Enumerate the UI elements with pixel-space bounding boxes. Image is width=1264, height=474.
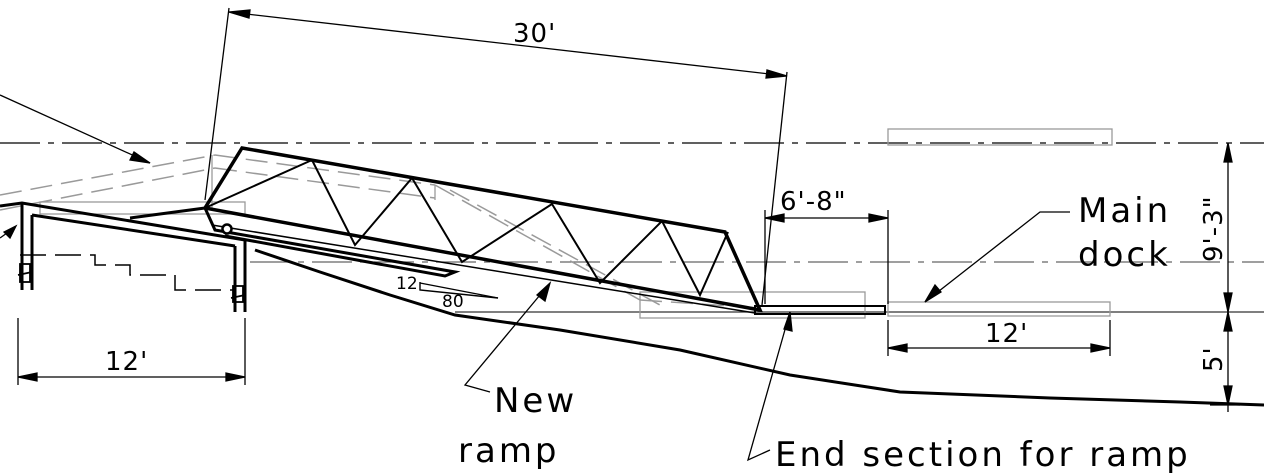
left-dock-footing-marks	[17, 263, 246, 303]
slope-indicator	[419, 282, 499, 299]
leader-lines	[0, 94, 1070, 462]
main-dock-dimension	[887, 320, 1111, 356]
reference-lines	[0, 142, 1264, 313]
main-dock-label-line1: Main	[1078, 191, 1171, 231]
left-dock-hidden-steps	[20, 254, 235, 291]
new-ramp-label-line1: New	[494, 381, 577, 421]
vertical-dimensions	[1210, 142, 1240, 412]
left-dock	[0, 201, 247, 312]
slope-rise-label: 12	[396, 274, 418, 294]
hidden-ramp-positions	[0, 154, 761, 309]
end-section-label: End section for ramp	[775, 435, 1191, 474]
end-section-dimension	[764, 210, 889, 304]
water-depth-label: 5'	[1199, 346, 1229, 372]
ramp-length-label: 30'	[513, 19, 556, 49]
left-dock-length-label: 12'	[105, 347, 148, 377]
ramp-length-dimension	[204, 7, 788, 306]
main-dock-length-label: 12'	[985, 319, 1028, 349]
ground-profile	[254, 248, 1264, 407]
dock-height-label: 9'-3"	[1199, 195, 1229, 262]
slope-run-label: 80	[442, 292, 464, 312]
end-section-length-label: 6'-8"	[780, 187, 847, 217]
left-dock-dimension	[17, 318, 246, 385]
new-ramp-label-line2: ramp	[458, 431, 560, 471]
end-section	[754, 305, 886, 315]
main-dock-label-line2: dock	[1078, 235, 1171, 275]
new-ramp-truss	[129, 146, 763, 314]
